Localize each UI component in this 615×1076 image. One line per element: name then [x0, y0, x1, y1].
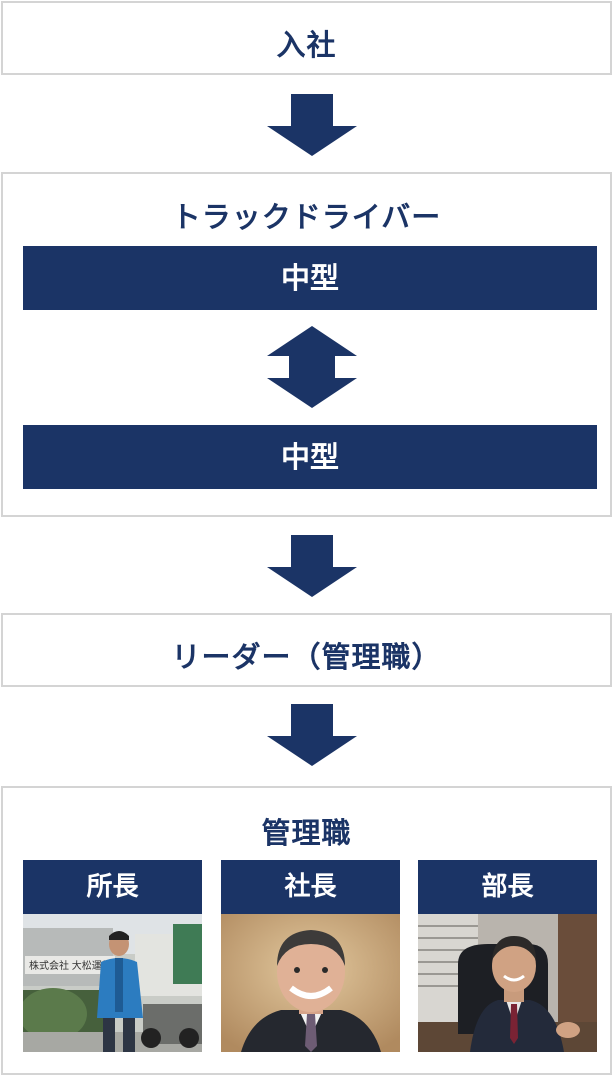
driver-class-bar-upper: 中型 — [23, 246, 597, 310]
down-arrow-icon — [267, 704, 357, 766]
step-entry-title: 入社 — [276, 28, 337, 62]
down-arrow-icon — [267, 535, 357, 597]
step-leader-box: リーダー（管理職） — [1, 613, 612, 687]
position-card-department-head: 部長 — [418, 860, 597, 1052]
position-card-president: 社長 — [221, 860, 400, 1052]
position-label: 社長 — [284, 872, 337, 902]
step-driver-box: トラックドライバー 中型 中型 — [1, 172, 612, 517]
position-card-site-manager: 所長 株式会社 大松運輸 — [23, 860, 202, 1052]
site-manager-photo: 株式会社 大松運輸 — [23, 914, 202, 1052]
step-entry-box: 入社 — [1, 1, 612, 75]
building-sign-text: 株式会社 大松運輸 — [29, 959, 112, 972]
position-label: 所長 — [86, 872, 139, 902]
president-photo — [221, 914, 400, 1052]
step-driver-title: トラックドライバー — [171, 200, 442, 234]
down-arrow-icon — [267, 94, 357, 156]
step-management-title: 管理職 — [261, 816, 352, 850]
position-label: 部長 — [481, 872, 534, 902]
step-leader-title: リーダー（管理職） — [171, 640, 442, 674]
department-head-photo — [418, 914, 597, 1052]
step-management-box: 管理職 所長 株式会社 大松運輸 — [1, 786, 612, 1075]
driver-class-bar-lower: 中型 — [23, 425, 597, 489]
double-arrow-icon — [267, 326, 357, 408]
